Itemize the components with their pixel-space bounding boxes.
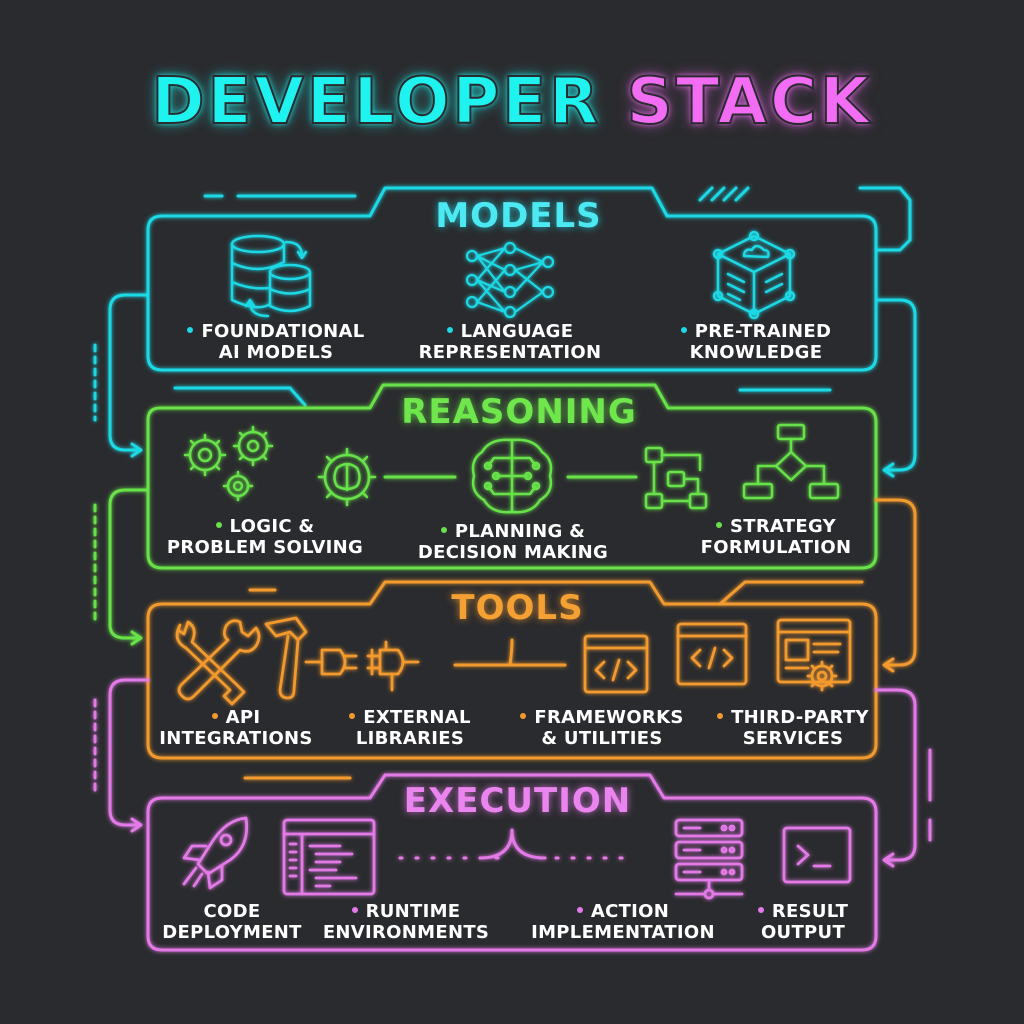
code-editor-icon (282, 818, 376, 896)
label-line: DECISION MAKING (417, 542, 609, 563)
tools-item-3-label: FRAMEWORKS & UTILITIES (512, 707, 692, 749)
models-heading: MODELS (435, 196, 602, 236)
execution-item-4-label: RESULT OUTPUT (738, 901, 868, 943)
reasoning-frame (93, 383, 878, 646)
execution-frame (93, 678, 932, 952)
label-line: THIRD-PARTY (731, 707, 869, 728)
bullet-dot (520, 713, 527, 719)
tools-frame (146, 498, 917, 780)
label-line: INTEGRATIONS (159, 728, 313, 749)
label-line: ACTION (590, 901, 670, 922)
models-item-3-label: PRE-TRAINED KNOWLEDGE (656, 321, 856, 363)
brain-icon (471, 438, 553, 514)
label-line: DEPLOYMENT (162, 922, 302, 943)
bullet-dot (211, 713, 218, 719)
label-line: API (225, 707, 261, 728)
label-line: FRAMEWORKS (534, 707, 684, 728)
execution-item-2-label: RUNTIME ENVIRONMENTS (306, 901, 506, 943)
process-flow-icon (644, 446, 708, 510)
gears-icon (183, 425, 274, 502)
label-line: OUTPUT (760, 922, 846, 943)
label-line: REPRESENTATION (418, 342, 602, 363)
label-line: & UTILITIES (541, 728, 663, 749)
label-line: RESULT (771, 901, 849, 922)
bullet-dot (187, 327, 194, 333)
label-line: KNOWLEDGE (689, 342, 823, 363)
bullet-dot (349, 713, 356, 719)
tools-item-4-label: THIRD-PARTY SERVICES (708, 707, 878, 749)
page-title: DEVELOPER STACK (0, 62, 1024, 142)
bullet-dot (757, 907, 764, 913)
settings-window-icon (776, 618, 852, 692)
reasoning-item-3-label: STRATEGY FORMULATION (676, 516, 876, 558)
label-line: FORMULATION (700, 537, 852, 558)
models-frame (93, 186, 917, 478)
neural-network-icon (465, 241, 555, 319)
wrench-screwdriver-icon (175, 619, 261, 706)
bullet-dot (717, 713, 724, 719)
label-line: LIBRARIES (355, 728, 465, 749)
plug-icon (304, 640, 420, 692)
label-line: LANGUAGE (460, 321, 574, 342)
bullet-dot (446, 327, 453, 333)
bullet-dot (351, 907, 358, 913)
label-line: PRE-TRAINED (694, 321, 832, 342)
tools-item-1-label: API INTEGRATIONS (156, 707, 316, 749)
hammer-icon (264, 616, 308, 700)
rocket-icon (182, 816, 249, 890)
terminal-icon (782, 826, 852, 884)
label-line: AI MODELS (218, 342, 334, 363)
label-line: LOGIC & (229, 516, 315, 537)
bullet-dot (680, 327, 687, 333)
label-line: PROBLEM SOLVING (166, 537, 364, 558)
execution-item-3-label: ACTION IMPLEMENTATION (518, 901, 728, 943)
server-icon (674, 818, 744, 900)
bullet-dot (576, 907, 583, 913)
execution-item-1-label: CODE DEPLOYMENT (152, 901, 312, 943)
models-item-1-label: FOUNDATIONAL AI MODELS (176, 321, 376, 363)
flowchart-icon (742, 423, 840, 500)
label-line: CODE (203, 901, 261, 922)
bullet-dot (215, 522, 222, 528)
tools-heading: TOOLS (451, 588, 584, 628)
models-item-2-label: LANGUAGE REPRESENTATION (410, 321, 610, 363)
label-line: FOUNDATIONAL (201, 321, 365, 342)
label-line: IMPLEMENTATION (531, 922, 715, 943)
code-window-icon-2 (676, 622, 748, 686)
execution-heading: EXECUTION (403, 781, 632, 821)
label-line: STRATEGY (729, 516, 837, 537)
reasoning-item-2-label: PLANNING & DECISION MAKING (408, 521, 618, 563)
tools-item-2-label: EXTERNAL LIBRARIES (330, 707, 490, 749)
knowledge-cube-icon (712, 230, 796, 320)
bullet-dot (715, 522, 722, 528)
label-line: ENVIRONMENTS (322, 922, 490, 943)
bullet-dot (440, 527, 447, 533)
label-line: EXTERNAL (363, 707, 471, 728)
label-line: SERVICES (742, 728, 844, 749)
database-sync-icon (230, 234, 312, 318)
title-part1: DEVELOPER (150, 64, 602, 140)
code-window-icon (583, 634, 649, 694)
reasoning-item-1-label: LOGIC & PROBLEM SOLVING (160, 516, 370, 558)
label-line: PLANNING & (454, 521, 586, 542)
reasoning-heading: REASONING (401, 392, 637, 432)
brain-gear-icon (317, 447, 377, 507)
label-line: RUNTIME (365, 901, 461, 922)
title-part2: STACK (626, 64, 873, 140)
